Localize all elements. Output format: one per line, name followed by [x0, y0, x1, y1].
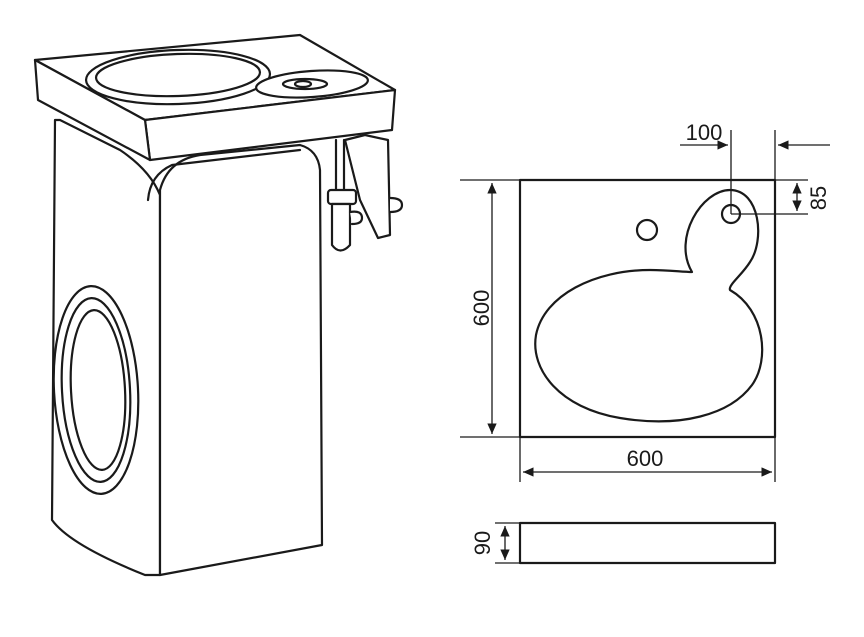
dim-hole-top-label: 85: [806, 186, 831, 210]
plan-basin-cutout: [534, 188, 764, 423]
washer-front-panel: [158, 143, 324, 577]
dim-hole-offset-label: 100: [686, 120, 723, 145]
basin: [84, 48, 272, 106]
isometric-view: [33, 33, 404, 577]
dim-depth-label: 600: [469, 290, 494, 327]
plan-outline: [518, 178, 777, 439]
dim-width-label: 600: [627, 446, 664, 471]
profile-outline: [518, 521, 777, 565]
drain-bracket: [343, 133, 392, 240]
siphon-trap: [326, 138, 364, 252]
washer-door: [52, 285, 140, 495]
plan-view: 600 600 100 85: [460, 120, 831, 482]
plan-aux-hole: [635, 218, 659, 242]
side-profile-view: 90: [470, 521, 777, 565]
faucet-platform: [255, 69, 369, 99]
countertop-left: [33, 58, 152, 162]
dim-thickness-label: 90: [470, 531, 495, 555]
washer-corner-edge: [146, 148, 302, 202]
bracket-knob: [388, 196, 404, 214]
